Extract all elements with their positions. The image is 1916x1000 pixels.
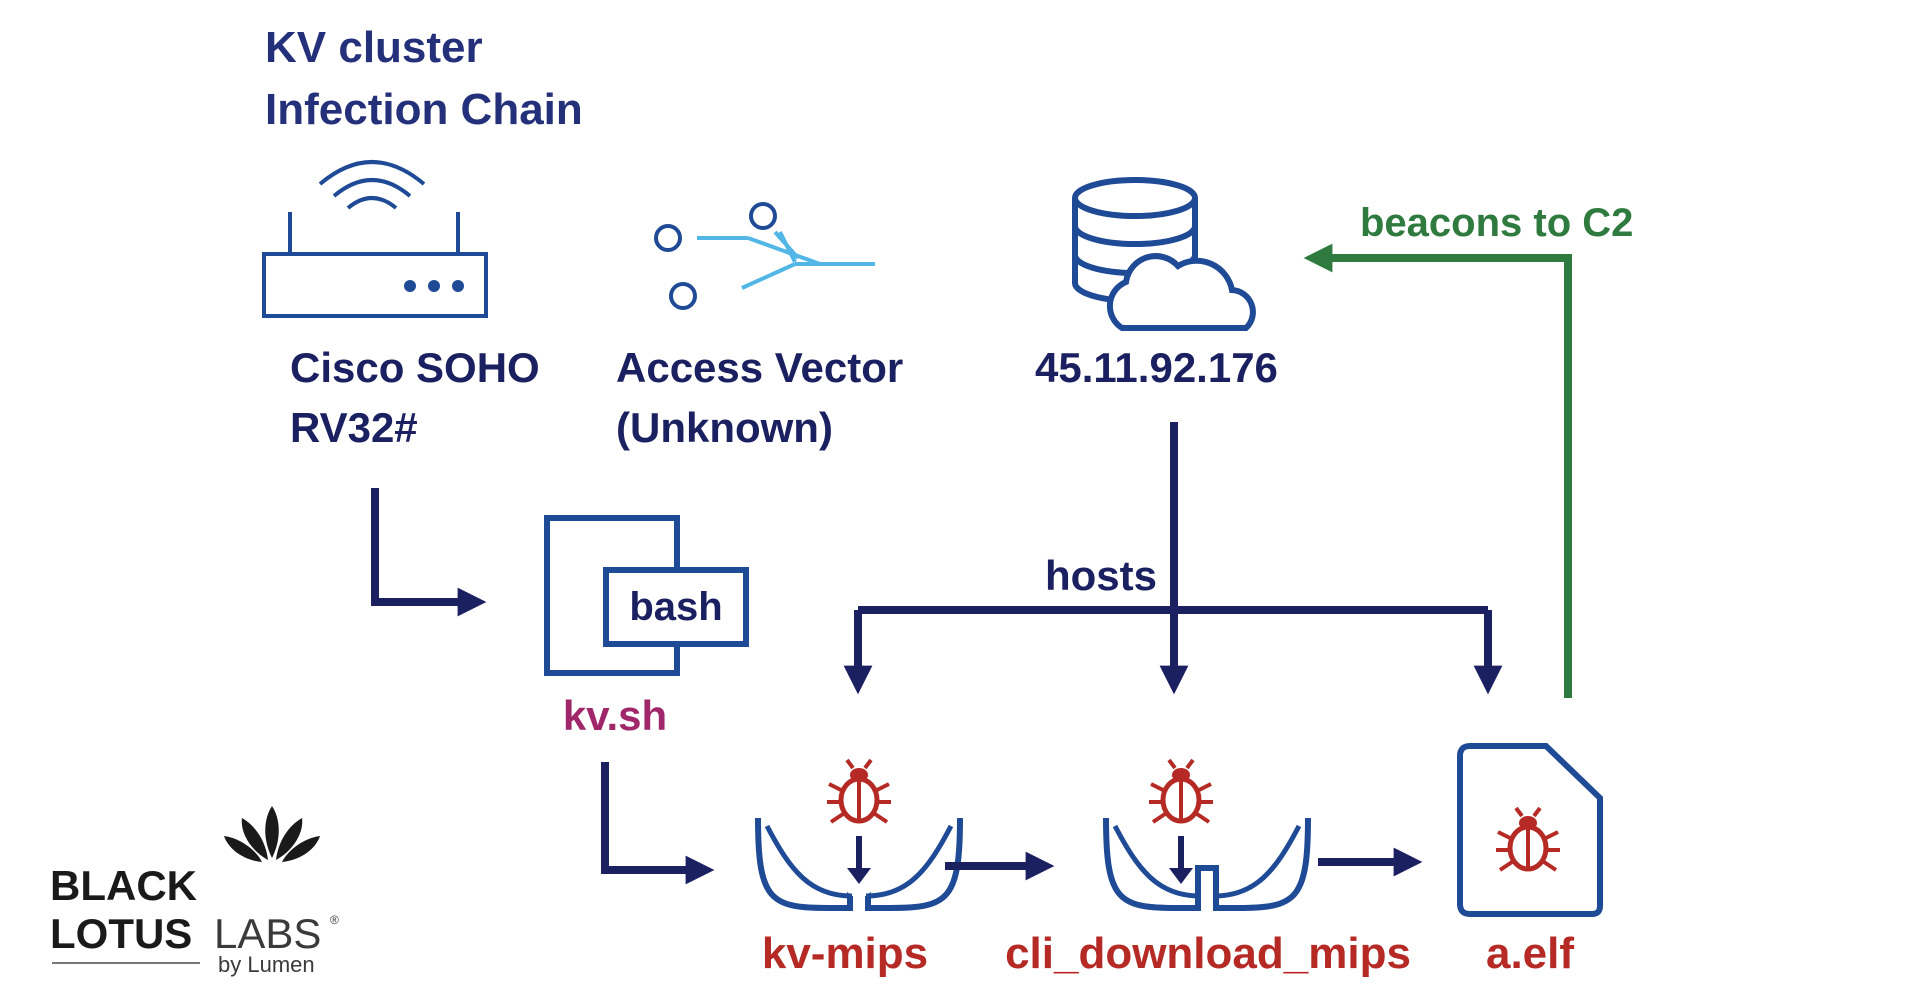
malware-dropper-icon	[755, 760, 963, 911]
diagram-title-line1: KV cluster	[265, 23, 483, 72]
logo-registered-mark: ®	[330, 913, 339, 927]
diagram-title-line2: Infection Chain	[265, 85, 583, 134]
aelf-label: a.elf	[1486, 929, 1574, 978]
lotus-icon	[224, 806, 320, 862]
router-icon	[262, 160, 488, 318]
router-label-line2: RV32#	[290, 404, 418, 451]
router-to-script-arrow	[371, 488, 487, 617]
beacon-arrow	[1303, 243, 1572, 698]
kvmips-label: kv-mips	[762, 929, 928, 978]
bash-window-icon	[544, 515, 749, 676]
logo-line2-light: LABS	[214, 910, 321, 957]
database-cloud-icon	[1072, 177, 1256, 331]
logo-line2-bold: LOTUS	[50, 910, 192, 957]
logo-line1: BLACK	[50, 862, 197, 909]
logo-byline: by Lumen	[218, 952, 315, 977]
bash-label: bash	[629, 585, 722, 629]
server-ip-label: 45.11.92.176	[1035, 344, 1278, 391]
access-vector-label-line2: (Unknown)	[616, 404, 833, 451]
cli-label: cli_download_mips	[1005, 929, 1411, 978]
hosts-connector	[858, 422, 1488, 614]
script-to-kvmips-arrow	[601, 762, 715, 885]
malware-dropper-icon-cli	[1103, 760, 1311, 911]
malware-file-icon	[1457, 743, 1603, 917]
script-label: kv.sh	[563, 692, 667, 739]
network-branch-icon	[654, 202, 875, 310]
router-label-line1: Cisco SOHO	[290, 344, 540, 391]
hosts-label: hosts	[1045, 552, 1157, 599]
beacons-label: beacons to C2	[1360, 201, 1633, 245]
black-lotus-labs-logo: BLACK LOTUS LABS ® by Lumen	[50, 806, 339, 977]
access-vector-label-line1: Access Vector	[616, 344, 903, 391]
